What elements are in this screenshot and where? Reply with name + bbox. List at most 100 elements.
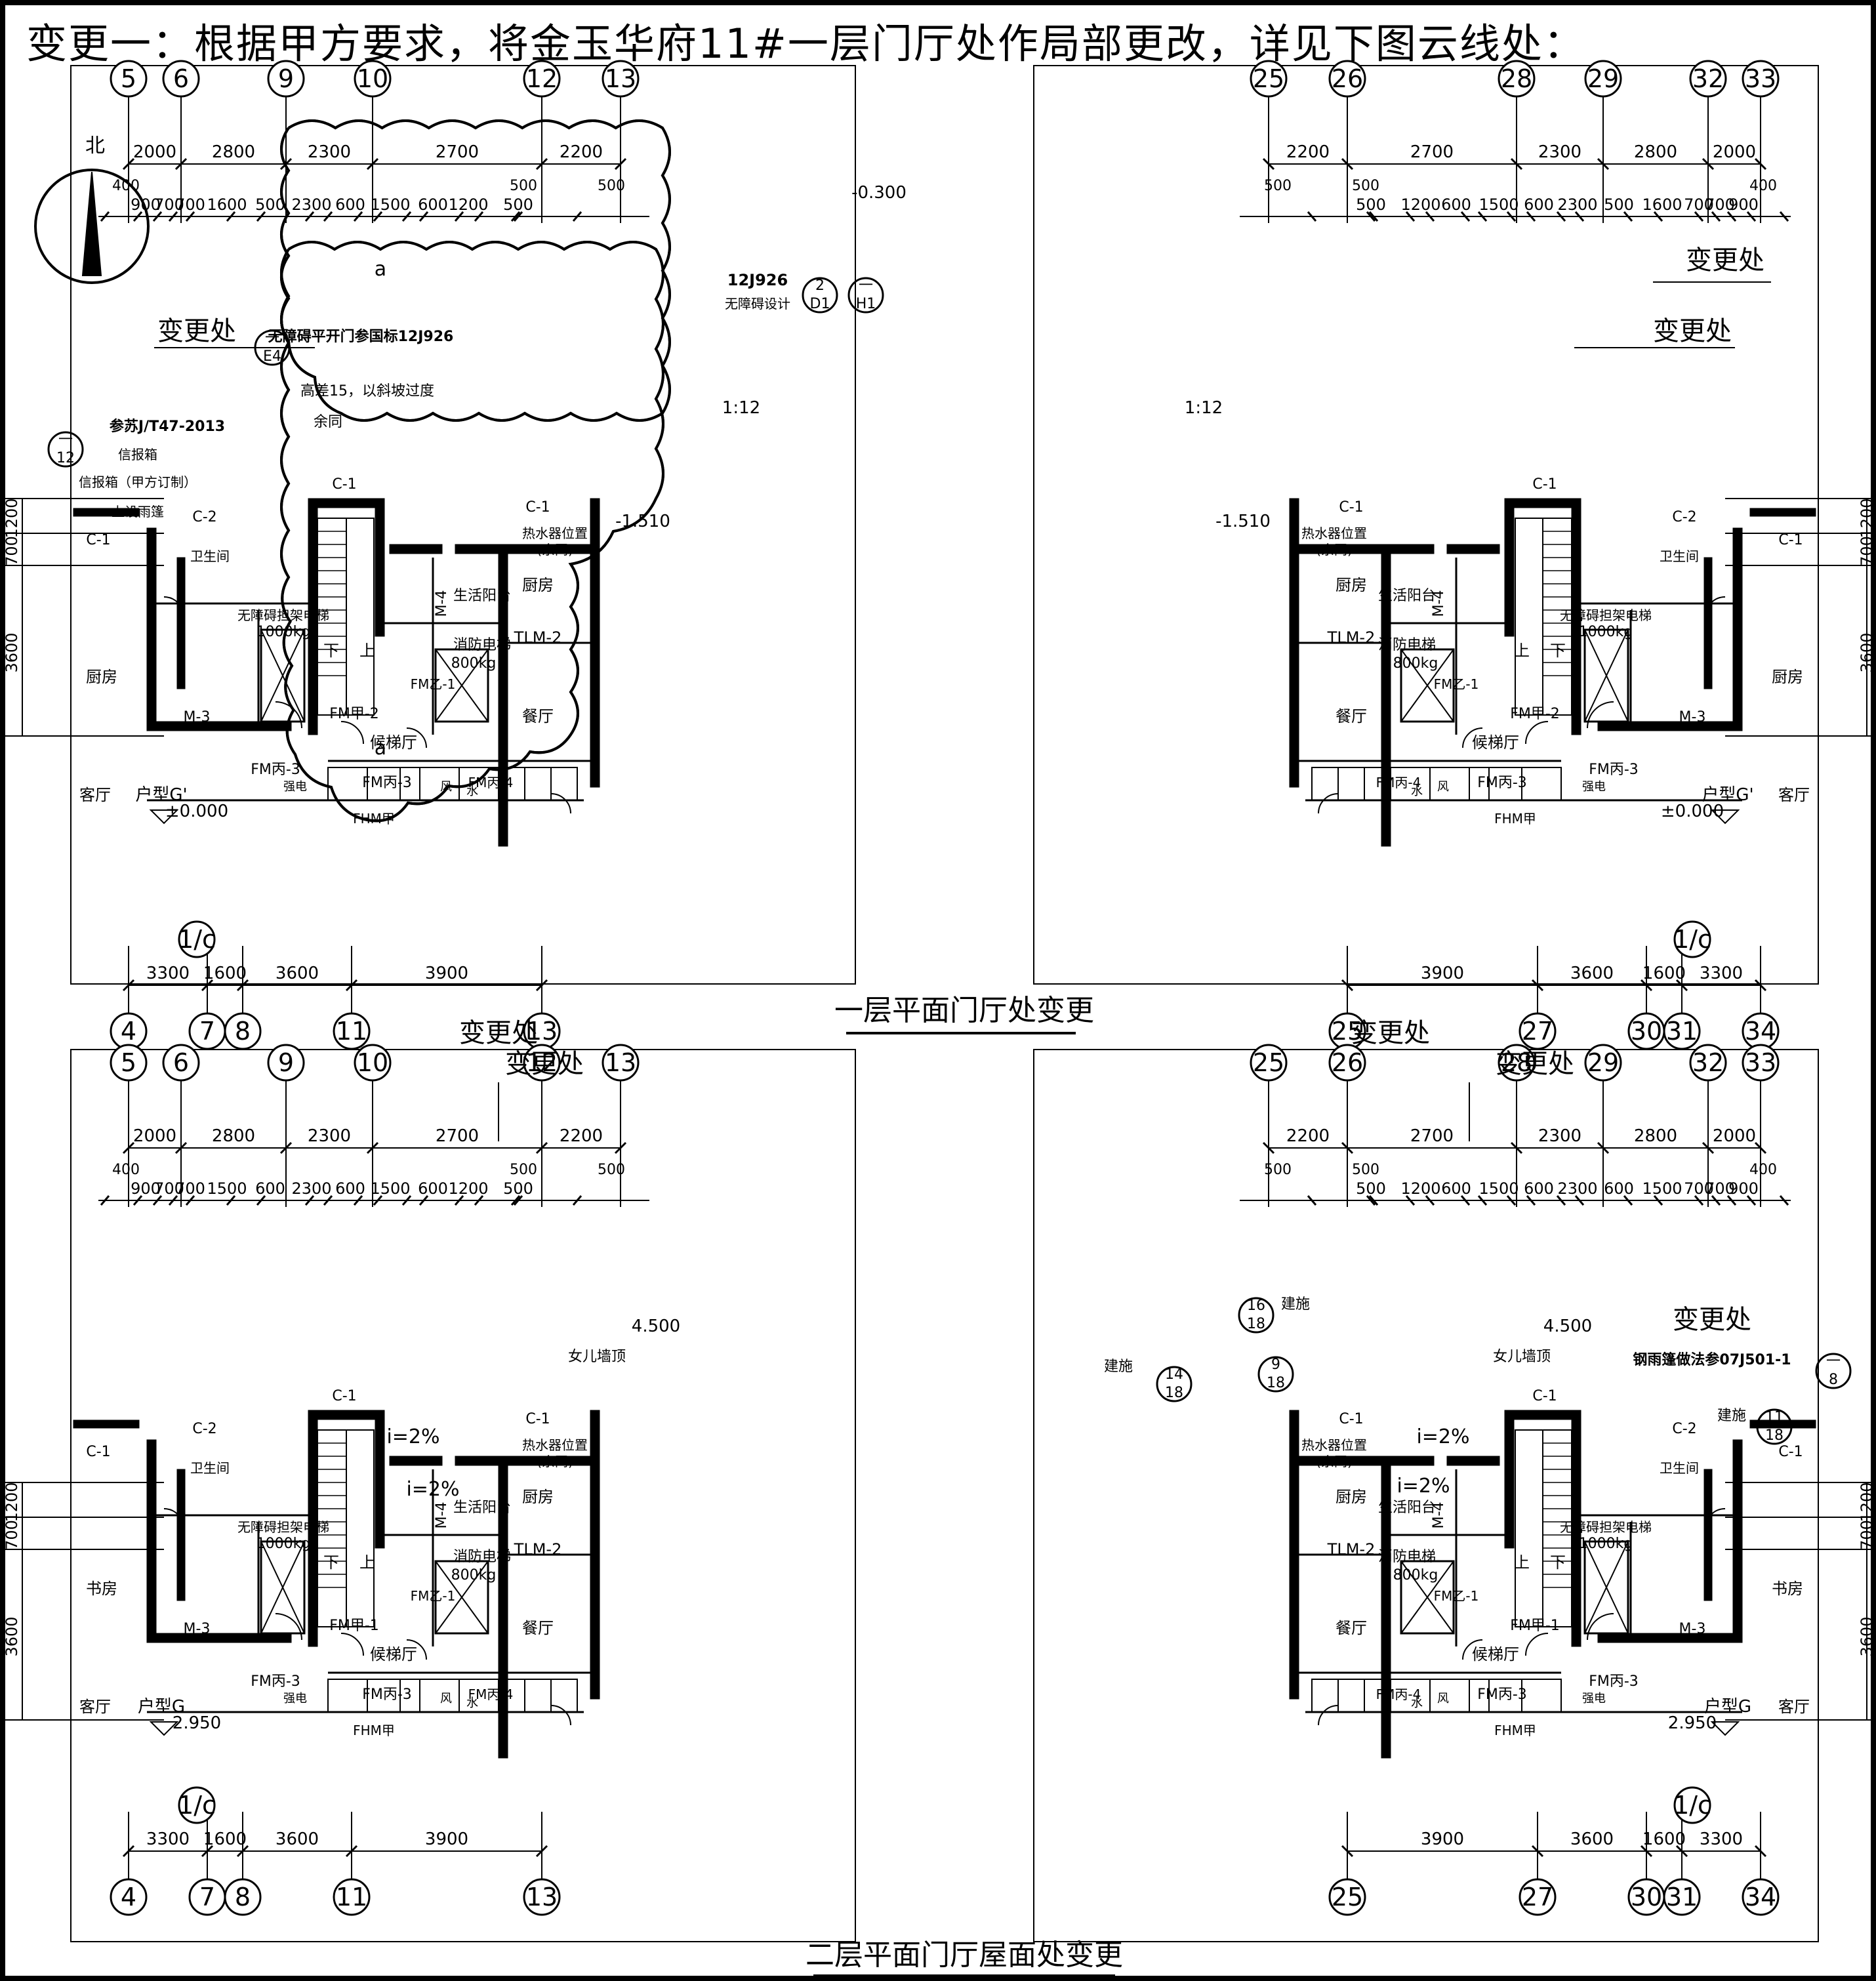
- room-label-balcony: 生活阳台: [1378, 588, 1436, 604]
- window-c1c: C-1: [525, 1411, 550, 1427]
- room-label-acc-lift: 无障碍担架电梯: [1560, 607, 1652, 623]
- lift-x: [1400, 1561, 1454, 1634]
- slope-label: i=2%: [386, 1425, 439, 1448]
- dim-tick: [345, 979, 358, 992]
- dim-inner-5: 2300: [1557, 195, 1597, 214]
- dim-side-700: 700: [1858, 1520, 1876, 1550]
- dim-side-3600: 3600: [1858, 1616, 1876, 1656]
- window-c1: C-1: [1778, 532, 1803, 548]
- dim-edge-400: 400: [112, 1162, 140, 1178]
- dim-tick: [1597, 1141, 1610, 1154]
- axis-bubble-top-2-label: 29: [1587, 64, 1619, 93]
- dim-tick-inner: [1307, 1195, 1317, 1206]
- note-mailbox-owner: 信报箱（甲方订制）: [79, 474, 197, 490]
- stair-down: 下: [323, 642, 339, 660]
- room-label-dining: 餐厅: [522, 1619, 554, 1637]
- d18-d: 18: [1765, 1427, 1784, 1444]
- dim-inner-8: 600: [418, 195, 448, 214]
- dim-tick-inner: [1425, 1195, 1435, 1206]
- window-c1: C-1: [1778, 1444, 1803, 1460]
- axis-bubble-bottom-1-label: 31: [1666, 1883, 1698, 1911]
- door-fmb4: FM丙-4: [1376, 775, 1421, 790]
- dim-edge-500: 500: [1264, 1162, 1292, 1178]
- dim-bottom-3: 3900: [425, 1829, 468, 1849]
- axis-bubble-bottom-2-label: 30: [1631, 1017, 1662, 1046]
- dim-tick-inner: [1726, 1195, 1737, 1206]
- axis-bubble-1c: [178, 920, 216, 958]
- window-c1b: C-1: [1532, 1388, 1557, 1404]
- dim-inner-1: 700: [1705, 195, 1735, 214]
- shaft-row: [327, 1679, 578, 1713]
- dim-outer-0: 2000: [133, 1126, 176, 1146]
- dim-inner-3: 1600: [1642, 195, 1682, 214]
- d16: 16: [1247, 1297, 1265, 1314]
- note-height-diff: 高差15，以斜坡过度: [300, 383, 434, 399]
- dim-outer-4: 2200: [1286, 142, 1330, 162]
- e4-top: 一: [265, 330, 279, 346]
- dim-tick-inner: [418, 211, 429, 222]
- shaft-water: 水: [1411, 1696, 1423, 1710]
- room-label-toilet: 卫生间: [190, 1460, 230, 1476]
- dim-tick: [279, 1141, 293, 1154]
- change-callout: 变更处: [1351, 1018, 1430, 1048]
- dim-tick-inner: [1477, 1195, 1488, 1206]
- axis-bubble-bottom-3-label: 11: [336, 1017, 367, 1046]
- change-callout-bottom-right-2: 变更处: [1673, 1305, 1751, 1335]
- door-swing: [1462, 727, 1483, 748]
- dim-tick-inner: [401, 1195, 412, 1206]
- dim-inner-1: 700: [1705, 1179, 1735, 1198]
- change-callout: 变更处: [459, 1018, 538, 1048]
- slope-label-right-2: i=2%: [1397, 1475, 1450, 1498]
- dim-edge-500: 500: [598, 178, 625, 194]
- room-label-balcony: 生活阳台: [1378, 1500, 1436, 1516]
- dim-tick-inner: [323, 1195, 333, 1206]
- dim-tick-inner: [185, 1195, 195, 1206]
- door-fmb4: FM丙-4: [1376, 1686, 1421, 1702]
- dim-tick-inner: [304, 1195, 315, 1206]
- door-fmz1: FM乙-1: [411, 676, 456, 692]
- dim-tick-inner: [226, 211, 236, 222]
- dim-tick-inner: [1526, 1195, 1536, 1206]
- door-fmz1: FM乙-1: [1434, 676, 1479, 692]
- note-water-heater: 热水器位置: [522, 525, 588, 541]
- unit-type-label: 户型G: [138, 1697, 185, 1717]
- wall-solid: [1289, 1456, 1435, 1466]
- window-c2: C-2: [1672, 1421, 1696, 1437]
- room-label-fire-lift: 消防电梯: [1378, 1549, 1436, 1565]
- dim-tick-inner: [100, 211, 110, 222]
- note-acc-design: 无障碍设计: [725, 296, 790, 312]
- room-label-kitchen: 厨房: [1336, 576, 1367, 594]
- stair-up: 上: [359, 1553, 375, 1572]
- dim-inner-5: 2300: [1557, 1179, 1597, 1198]
- shaft-row: [1311, 1679, 1562, 1713]
- detail-ref-icon: [1238, 1297, 1274, 1334]
- dim-inner-5: 2300: [291, 195, 331, 214]
- axis-bubble-top-2-label: 9: [278, 64, 294, 93]
- dim-inner-0: 900: [131, 1179, 161, 1198]
- axis-bubble-top-3-label: 10: [357, 64, 388, 93]
- door-swing: [406, 727, 427, 748]
- dim-tick: [1510, 157, 1523, 171]
- door-fm: FM甲-1: [1510, 1618, 1560, 1634]
- dim-outer-4: 2200: [1286, 1126, 1330, 1146]
- door-fhmj: FHM甲: [353, 1723, 395, 1738]
- dim-tick: [122, 1141, 135, 1154]
- wall-solid: [389, 1456, 443, 1466]
- window-c1b: C-1: [332, 476, 356, 493]
- dim-tick-inner: [133, 1195, 143, 1206]
- dim-tick: [1754, 157, 1767, 171]
- wall-solid: [1703, 557, 1713, 689]
- axis-bubble-bottom-2-label: 30: [1631, 1883, 1662, 1911]
- axis-bubble-bottom-0-label: 4: [121, 1883, 136, 1911]
- dim-inner-7: 1500: [1478, 195, 1519, 214]
- wall-solid: [1749, 1419, 1816, 1429]
- dim-edge-400: 400: [112, 178, 140, 194]
- change-callout-bottom-left: 变更处: [505, 1049, 584, 1079]
- dim-outer-3: 2700: [1410, 142, 1454, 162]
- window-c1b: C-1: [332, 1388, 356, 1404]
- dim-tick-inner: [510, 211, 521, 222]
- wall-solid: [1289, 498, 1299, 788]
- axis-bubble-1c: [1673, 1786, 1711, 1824]
- dim-outer-0: 2000: [1713, 1126, 1756, 1146]
